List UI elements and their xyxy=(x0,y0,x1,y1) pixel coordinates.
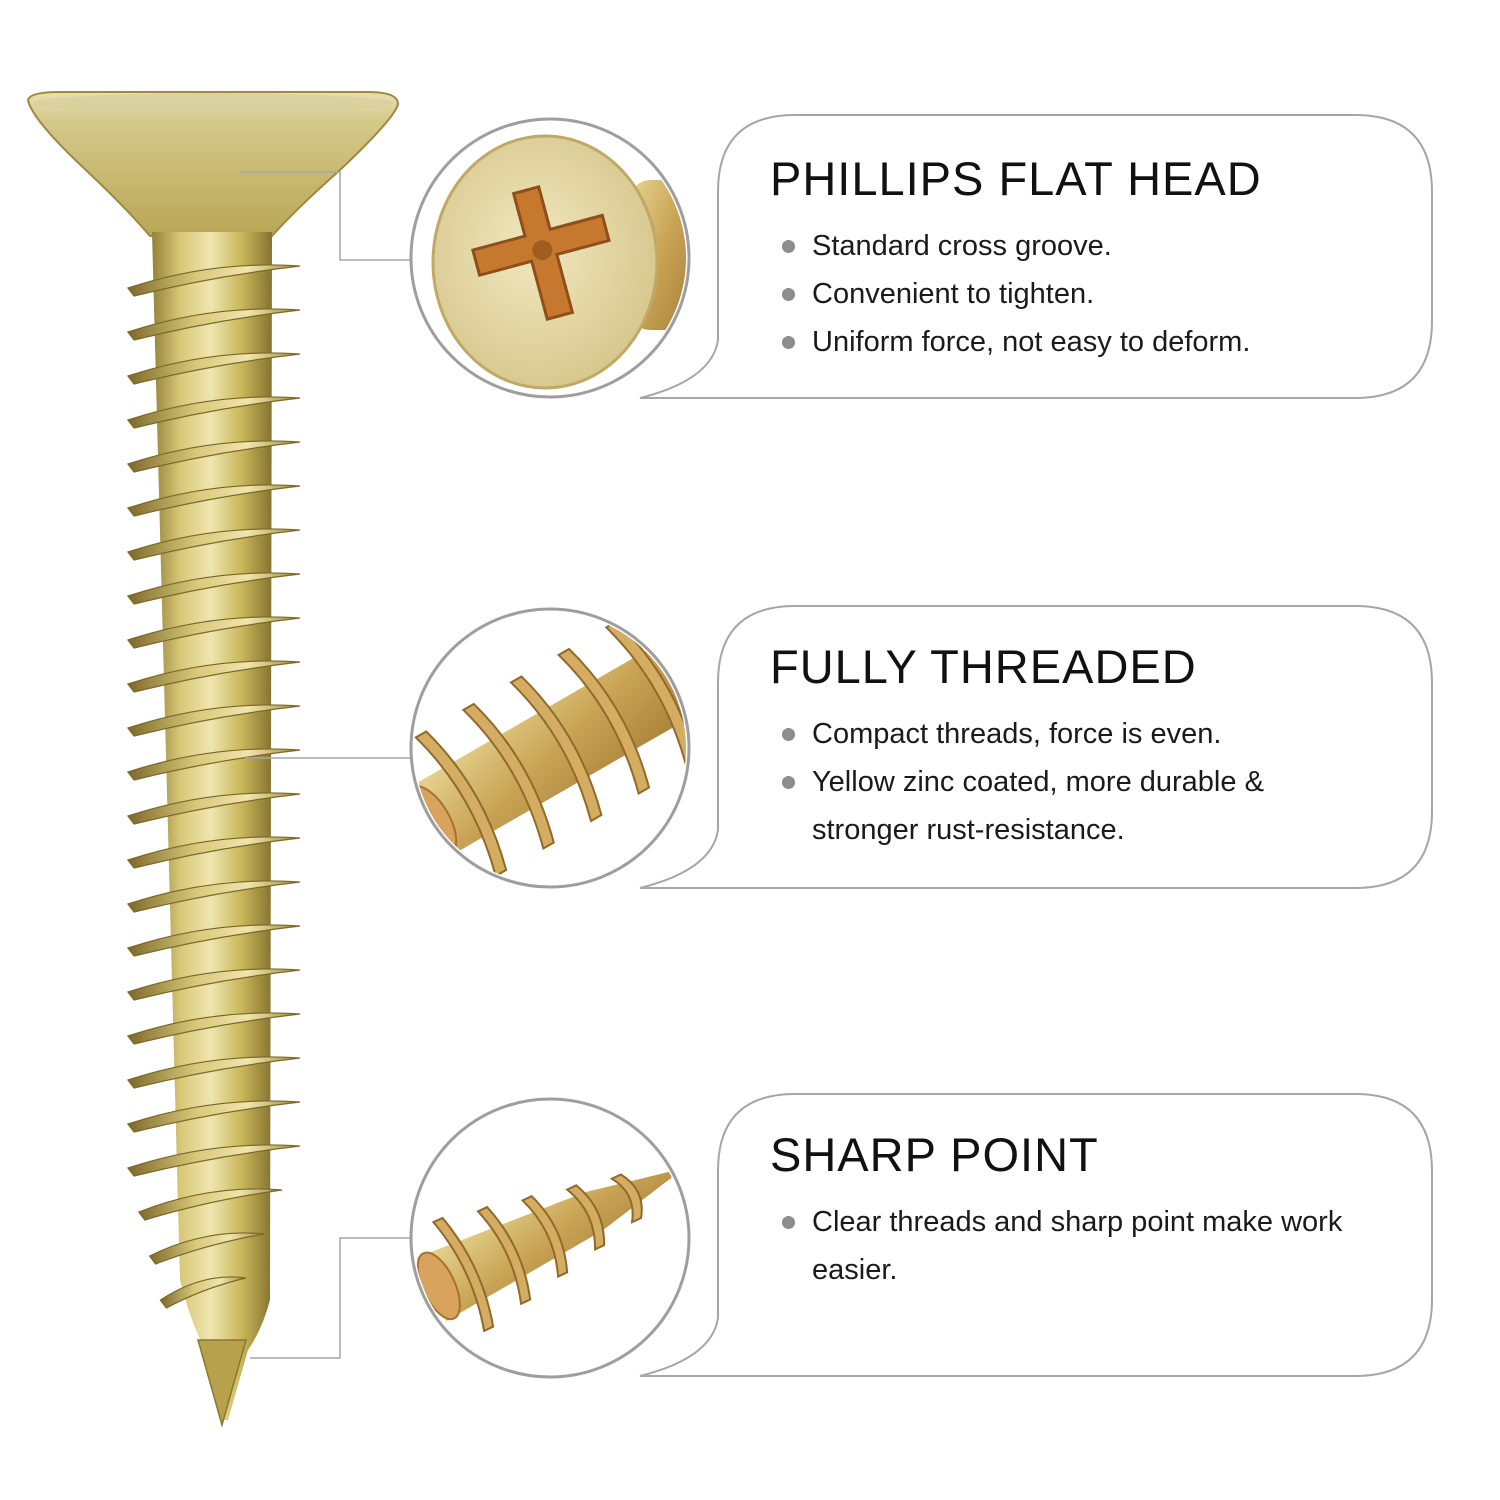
detail-thread xyxy=(509,675,603,823)
feature-bullet: Convenient to tighten. xyxy=(770,270,1430,318)
screw-thread xyxy=(127,792,301,825)
bullet-dot-icon xyxy=(782,336,795,349)
bullet-text: Uniform force, not easy to deform. xyxy=(812,326,1251,358)
screw-thread xyxy=(137,1188,283,1221)
screw-thread xyxy=(127,616,301,649)
feature-bullet: Compact threads, force is even. xyxy=(770,710,1370,758)
screw-thread xyxy=(127,968,301,1001)
screw-thread xyxy=(127,528,301,561)
screw-tip-icon xyxy=(409,1097,691,1379)
detail-thread xyxy=(414,730,508,878)
screw-thread xyxy=(127,484,301,517)
screw-thread xyxy=(127,924,301,957)
screw-thread xyxy=(127,264,301,297)
callout-bubble-2 xyxy=(639,605,1433,889)
screw-thread xyxy=(148,1232,265,1265)
screw-thread xyxy=(127,880,301,913)
feature-bullet: Standard cross groove. xyxy=(770,222,1430,270)
bullet-text: Standard cross groove. xyxy=(812,230,1112,262)
callout-bubble-1 xyxy=(639,114,1433,399)
bullet-text: Compact threads, force is even. xyxy=(812,718,1222,750)
screw-thread xyxy=(127,704,301,737)
callout-bubbles xyxy=(639,114,1433,1377)
feature-bullet: Yellow zinc coated, more durable & stron… xyxy=(770,758,1370,854)
screw-thread xyxy=(127,1100,301,1133)
feature-title: FULLY THREADED xyxy=(770,640,1197,693)
callout-bubble-3 xyxy=(639,1093,1433,1377)
tip-thread xyxy=(565,1184,606,1251)
tip-thread xyxy=(609,1173,643,1224)
bullet-dot-icon xyxy=(782,288,795,301)
screw-thread xyxy=(127,1144,301,1177)
bullet-dot-icon xyxy=(782,728,795,741)
detail-thread xyxy=(604,620,686,768)
thread-detail-icon xyxy=(409,607,691,889)
screw-thread xyxy=(127,308,301,341)
feature-card-sharp-point: SHARP POINT Clear threads and sharp poin… xyxy=(770,1131,1390,1294)
feature-title: PHILLIPS FLAT HEAD xyxy=(770,152,1262,205)
bullet-text: Clear threads and sharp point make work … xyxy=(812,1206,1343,1286)
screw-thread xyxy=(127,396,301,429)
screw-thread xyxy=(127,572,301,605)
phillips-head-icon xyxy=(409,117,691,399)
bullet-dot-icon xyxy=(782,1216,795,1229)
screw-illustration xyxy=(26,91,400,1428)
bullet-dot-icon xyxy=(782,776,795,789)
screw-thread xyxy=(127,440,301,473)
detail-thread xyxy=(556,647,651,796)
bullet-dot-icon xyxy=(782,240,795,253)
tip-thread xyxy=(431,1216,495,1333)
feature-card-phillips-flat-head: PHILLIPS FLAT HEAD Standard cross groove… xyxy=(770,155,1430,366)
screw-thread xyxy=(127,1012,301,1045)
feature-title: SHARP POINT xyxy=(770,1128,1099,1181)
detail-thread xyxy=(461,702,555,851)
feature-bullets: Compact threads, force is even. Yellow z… xyxy=(770,710,1370,854)
bullet-text: Convenient to tighten. xyxy=(812,278,1095,310)
tip-thread xyxy=(520,1195,569,1279)
screw-thread xyxy=(127,1056,301,1089)
screw-thread xyxy=(159,1276,247,1309)
screw-thread xyxy=(127,748,301,781)
feature-bullets: Standard cross groove. Convenient to tig… xyxy=(770,222,1430,366)
screw-thread xyxy=(127,660,301,693)
feature-bullet: Clear threads and sharp point make work … xyxy=(770,1198,1390,1294)
feature-bullets: Clear threads and sharp point make work … xyxy=(770,1198,1390,1294)
tip-thread xyxy=(476,1205,532,1306)
feature-card-fully-threaded: FULLY THREADED Compact threads, force is… xyxy=(770,643,1370,854)
screw-thread xyxy=(127,836,301,869)
bullet-text: Yellow zinc coated, more durable & stron… xyxy=(812,766,1264,846)
screw-thread xyxy=(127,352,301,385)
feature-bullet: Uniform force, not easy to deform. xyxy=(770,318,1430,366)
leader-lines xyxy=(240,171,410,1359)
